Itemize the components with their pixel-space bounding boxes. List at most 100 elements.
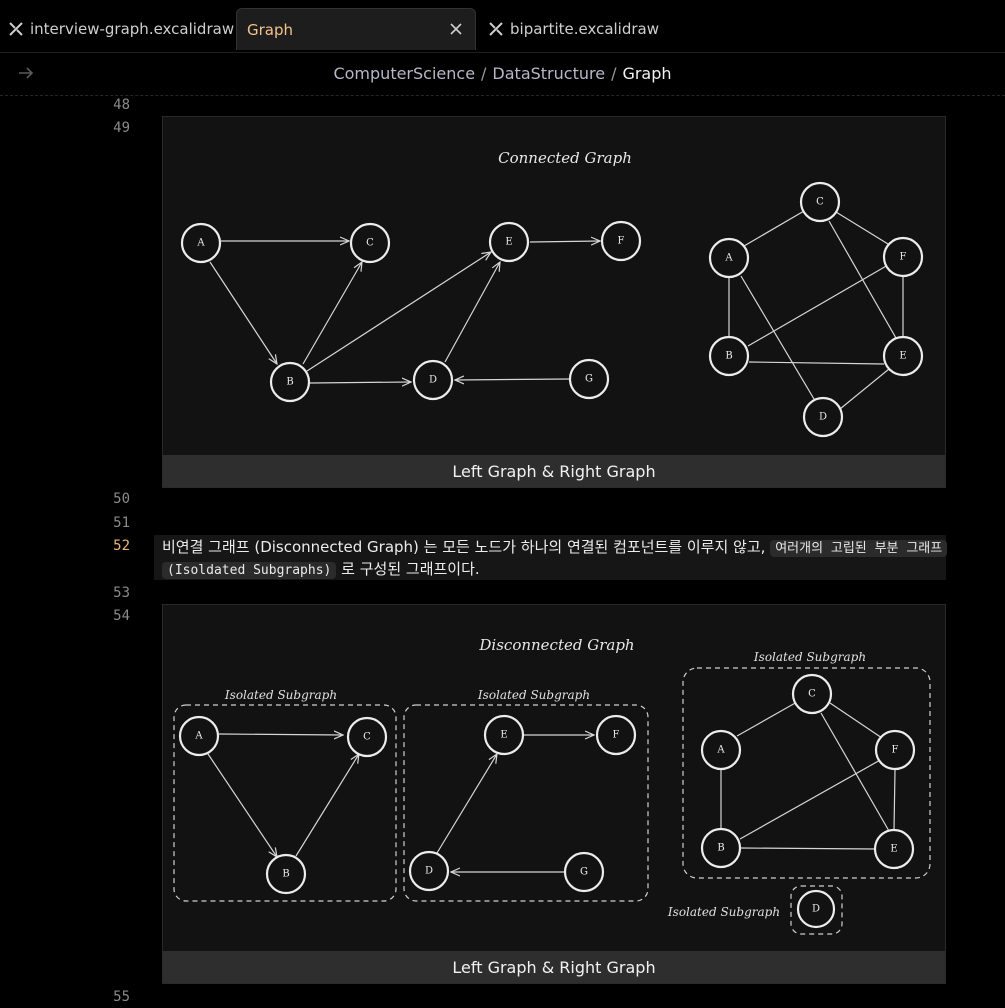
- breadcrumb-current: Graph: [622, 64, 672, 83]
- graph-node-c: C: [791, 673, 833, 715]
- edge-b-c: [302, 262, 362, 365]
- line-number: 54: [113, 608, 130, 624]
- svg-text:G: G: [580, 867, 588, 878]
- graph-node-b: B: [700, 827, 742, 869]
- edge-a-b: [209, 261, 277, 364]
- breadcrumb: ComputerScience / DataStructure / Graph: [0, 64, 1005, 83]
- line-number: 52: [113, 538, 130, 554]
- edge-b-c: [295, 754, 359, 857]
- graph-node-e: E: [488, 221, 530, 263]
- graph-node-a: A: [700, 729, 742, 771]
- svg-text:F: F: [618, 236, 625, 247]
- excalidraw-icon: [8, 21, 24, 37]
- svg-text:E: E: [899, 351, 906, 362]
- svg-text:B: B: [286, 377, 293, 388]
- svg-text:F: F: [892, 745, 899, 756]
- connected-graph-figure[interactable]: Connected Graph A C E F B D G C A F B E …: [162, 116, 946, 488]
- graph-node-e: E: [882, 335, 924, 377]
- graph-node-c: C: [349, 222, 391, 264]
- subgraph-label: Isolated Subgraph: [224, 688, 337, 702]
- line-number: 51: [113, 515, 130, 531]
- edge-f-e: [893, 769, 896, 831]
- tab-interview-graph[interactable]: interview-graph.excalidraw: [8, 8, 234, 50]
- inline-code: (Isoldated Subgraphs): [162, 562, 337, 579]
- svg-text:E: E: [500, 730, 507, 741]
- svg-text:D: D: [425, 866, 433, 877]
- edge-a-d: [740, 275, 815, 400]
- line-number: 55: [113, 989, 130, 1005]
- graph-node-g: G: [568, 358, 610, 400]
- edge-b-e: [740, 847, 877, 850]
- graph-node-c: C: [799, 181, 841, 223]
- svg-text:F: F: [613, 730, 620, 741]
- arrow-right-icon[interactable]: [16, 63, 36, 83]
- graph-node-c: C: [346, 716, 388, 758]
- graph-node-b: B: [269, 361, 311, 403]
- svg-text:D: D: [812, 904, 820, 915]
- navigation-header: ComputerScience / DataStructure / Graph: [0, 53, 1005, 96]
- svg-text:A: A: [194, 731, 203, 742]
- edge-b-d: [309, 382, 411, 383]
- svg-text:B: B: [725, 351, 732, 362]
- edge-c-f: [829, 702, 883, 739]
- edge-c-f: [835, 211, 889, 245]
- breadcrumb-computerscience[interactable]: ComputerScience: [333, 64, 476, 83]
- edge-e-d: [839, 368, 890, 410]
- tab-graph[interactable]: Graph: [236, 8, 476, 50]
- svg-text:B: B: [282, 869, 289, 880]
- graph-node-d: D: [796, 889, 836, 929]
- graph-node-d: D: [802, 396, 844, 438]
- edge-c-e: [820, 712, 890, 832]
- edge-b-e: [306, 252, 491, 372]
- line-number: 48: [113, 97, 130, 113]
- svg-text:F: F: [900, 252, 907, 263]
- paragraph-disconnected-graph[interactable]: 비연결 그래프 (Disconnected Graph) 는 모든 노드가 하나…: [154, 535, 948, 580]
- paragraph-line-1: 비연결 그래프 (Disconnected Graph) 는 모든 노드가 하나…: [162, 536, 948, 557]
- graph-node-d: D: [408, 850, 450, 892]
- graph-node-f: F: [600, 220, 642, 262]
- tab-bipartite[interactable]: bipartite.excalidraw: [488, 8, 659, 50]
- excalidraw-icon: [488, 21, 504, 37]
- svg-text:A: A: [724, 253, 733, 264]
- tab-bar: interview-graph.excalidraw Graph biparti…: [0, 0, 1005, 53]
- figure-caption: Left Graph & Right Graph: [163, 455, 945, 487]
- subgraph-label: Isolated Subgraph: [667, 905, 780, 919]
- edge-a-c: [736, 701, 798, 737]
- edge-a-b: [207, 753, 277, 857]
- tab-label: Graph: [247, 20, 294, 39]
- connected-graph-drawing: Connected Graph A C E F B D G C A F B E …: [180, 149, 924, 438]
- edge-b-f: [739, 758, 883, 840]
- disconnected-graph-drawing: Disconnected Graph Isolated Subgraph Iso…: [173, 636, 931, 935]
- svg-text:G: G: [585, 374, 593, 385]
- subgraph-label: Isolated Subgraph: [477, 688, 590, 702]
- disconnected-graph-figure[interactable]: Disconnected Graph Isolated Subgraph Iso…: [162, 604, 946, 984]
- subgraph-label: Isolated Subgraph: [753, 650, 866, 664]
- paragraph-text: 비연결 그래프 (Disconnected Graph) 는 모든 노드가 하나…: [162, 538, 766, 556]
- svg-text:A: A: [716, 745, 725, 756]
- edge-d-e: [444, 262, 500, 363]
- svg-text:E: E: [890, 844, 897, 855]
- graph-node-e: E: [483, 714, 525, 756]
- paragraph-text: 로 구성된 그래프이다.: [341, 560, 480, 578]
- line-number: 49: [113, 120, 130, 136]
- graph-title: Disconnected Graph: [478, 636, 634, 654]
- graph-node-e: E: [873, 828, 915, 870]
- graph-node-g: G: [563, 851, 605, 893]
- svg-text:C: C: [366, 238, 374, 249]
- breadcrumb-separator: /: [611, 64, 617, 83]
- graph-title: Connected Graph: [498, 149, 632, 167]
- breadcrumb-separator: /: [481, 64, 487, 83]
- paragraph-line-2: (Isoldated Subgraphs) 로 구성된 그래프이다.: [162, 558, 480, 579]
- inline-code: 여러개의 고립된 부분 그래프: [770, 540, 948, 557]
- edge-a-c: [218, 734, 343, 735]
- graph-node-a: A: [708, 237, 750, 279]
- close-icon[interactable]: [447, 20, 465, 38]
- graph-node-f: F: [595, 714, 637, 756]
- tab-label: interview-graph.excalidraw: [30, 20, 235, 38]
- edge-g-d: [455, 379, 570, 380]
- graph-node-f: F: [882, 236, 924, 278]
- edge-e-f: [529, 241, 600, 242]
- breadcrumb-datastructure[interactable]: DataStructure: [492, 64, 606, 83]
- tab-label: bipartite.excalidraw: [510, 20, 659, 38]
- edge-a-c: [743, 210, 805, 247]
